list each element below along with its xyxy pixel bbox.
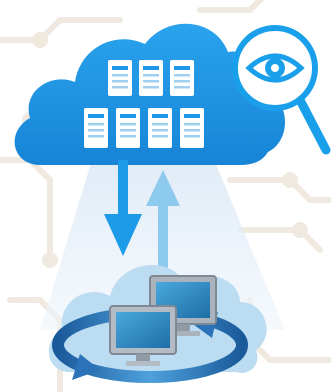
monitor-icon xyxy=(109,305,177,366)
download-arrow-icon xyxy=(104,160,142,256)
server-racks xyxy=(84,60,204,148)
upload-arrow-icon xyxy=(146,170,180,280)
server-rack-icon xyxy=(148,108,172,148)
server-rack-icon xyxy=(170,60,194,96)
server-rack-icon xyxy=(180,108,204,148)
monitor-icon xyxy=(149,275,217,336)
server-rack-icon xyxy=(84,108,108,148)
magnifier-eye-icon xyxy=(232,25,331,155)
server-rack-icon xyxy=(139,60,163,96)
server-rack-icon xyxy=(108,60,132,96)
server-rack-icon xyxy=(116,108,140,148)
